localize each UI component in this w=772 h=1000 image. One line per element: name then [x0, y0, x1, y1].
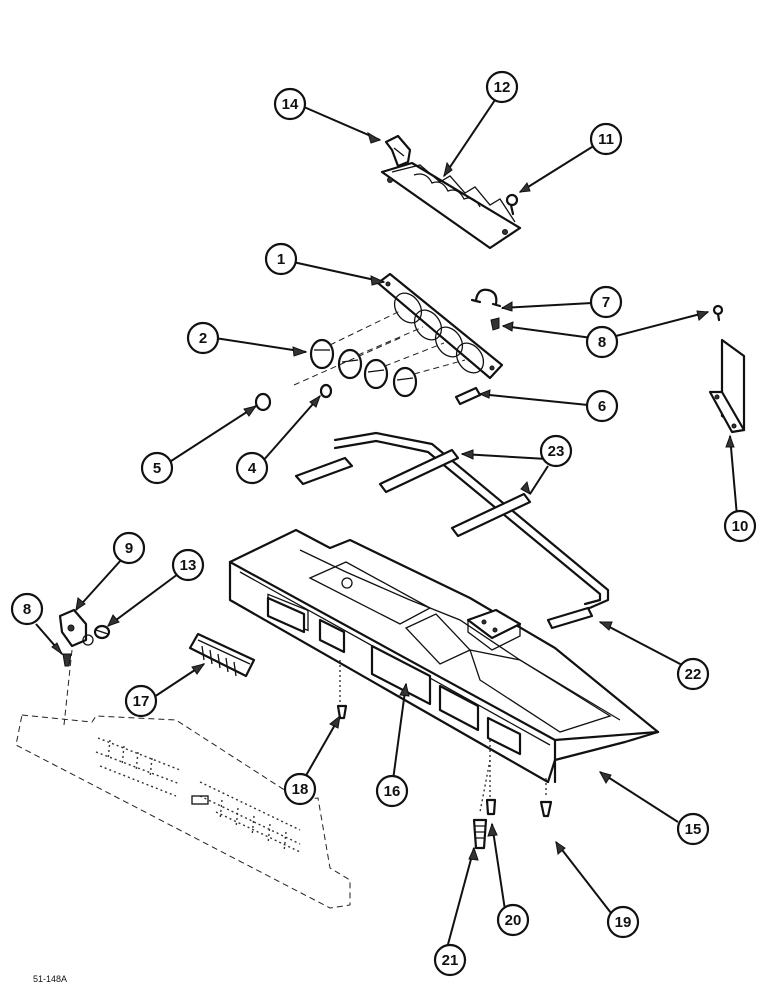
callout-20: 20 [496, 903, 530, 937]
callout-8-upper-label: 8 [598, 334, 606, 351]
callout-16: 16 [375, 774, 409, 808]
callout-20-label: 20 [505, 912, 522, 929]
callout-18: 18 [283, 772, 317, 806]
callout-5-label: 5 [153, 460, 161, 477]
callout-8-lower: 8 [10, 592, 44, 626]
callout-11: 11 [589, 122, 623, 156]
callout-8-upper: 8 [585, 325, 619, 359]
callout-22-label: 22 [685, 666, 702, 683]
part-10-angle-bracket [708, 338, 746, 434]
callout-17: 17 [124, 684, 158, 718]
callout-6: 6 [585, 389, 619, 423]
part-9-hinge-bracket [58, 608, 94, 648]
callout-5: 5 [140, 451, 174, 485]
trim-panel-outline [15, 714, 351, 909]
callout-7: 7 [589, 285, 623, 319]
callout-6-label: 6 [598, 398, 606, 415]
callout-1: 1 [264, 242, 298, 276]
part-22-support-frame [333, 431, 610, 630]
callout-11-label: 11 [598, 131, 614, 148]
callout-13: 13 [171, 548, 205, 582]
callout-19-label: 19 [615, 914, 632, 931]
part-8-screw-far [712, 304, 724, 322]
callout-21: 21 [433, 943, 467, 977]
part-15-dash-tray [228, 528, 660, 784]
callout-1-label: 1 [277, 251, 285, 268]
callout-18-label: 18 [292, 781, 309, 798]
callout-8-lower-label: 8 [23, 601, 31, 618]
callout-15-label: 15 [685, 821, 702, 838]
callout-16-label: 16 [384, 783, 401, 800]
callout-21-label: 21 [442, 952, 459, 969]
part-12-bracket-plate [380, 161, 522, 250]
part-5-plug [254, 392, 272, 412]
callout-4: 4 [235, 451, 269, 485]
callout-22: 22 [676, 657, 710, 691]
part-6-bolt [454, 386, 482, 406]
part-8-screw-lower [62, 653, 72, 667]
callout-23: 23 [539, 434, 573, 468]
figure-code: 51-148A [33, 974, 67, 984]
callout-9-label: 9 [125, 540, 133, 557]
part-2-knobs [309, 338, 418, 398]
leader-lines [35, 96, 738, 949]
part-4-washer [319, 383, 333, 399]
callout-12: 12 [485, 70, 519, 104]
callout-2: 2 [186, 321, 220, 355]
callout-10-label: 10 [732, 518, 749, 535]
callout-12-label: 12 [494, 79, 511, 96]
callout-7-label: 7 [602, 294, 610, 311]
callout-17-label: 17 [133, 693, 150, 710]
part-11-screw [505, 193, 519, 216]
part-17-vent-grille [188, 632, 256, 678]
part-14-clip [384, 134, 412, 168]
part-23-foam-strips [294, 448, 532, 538]
part-1-panel-plate [376, 272, 504, 380]
part-19-screw [539, 800, 553, 818]
part-21-bolt [472, 818, 488, 850]
callout-9: 9 [112, 531, 146, 565]
callout-13-label: 13 [180, 557, 197, 574]
part-18-screw [336, 704, 348, 720]
callout-23-label: 23 [548, 443, 565, 460]
part-13-screw [93, 624, 111, 640]
callout-14: 14 [273, 87, 307, 121]
part-20-screw [485, 798, 497, 816]
callout-2-label: 2 [199, 330, 207, 347]
callout-14-label: 14 [282, 96, 299, 113]
callout-19: 19 [606, 905, 640, 939]
callout-15: 15 [676, 812, 710, 846]
part-8-screw-upper [490, 317, 500, 331]
callout-10: 10 [723, 509, 757, 543]
part-7-clamp [470, 288, 502, 308]
callout-4-label: 4 [248, 460, 257, 477]
